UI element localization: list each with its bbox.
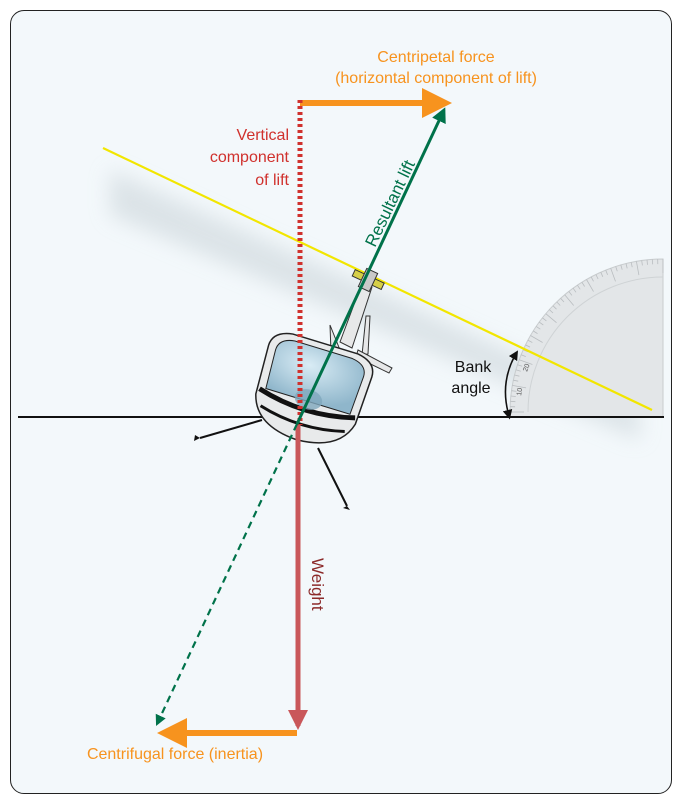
bank-angle-label-2: angle (451, 380, 490, 397)
protractor-tick-label-10: 10 (516, 387, 524, 396)
protractor-tick (590, 276, 594, 282)
protractor-tick (510, 395, 516, 397)
protractor-tick (545, 313, 557, 324)
centrifugal-resultant-arrow (155, 423, 298, 726)
protractor: 10 20 (509, 258, 664, 418)
rotor-disc-line (102, 147, 653, 411)
vertical-component-label-3: of lift (255, 172, 289, 189)
protractor-tick (560, 298, 565, 303)
centrifugal-force-label: Centrifugal force (inertia) (87, 746, 263, 763)
bank-angle-arc (502, 350, 518, 420)
protractor-tick (605, 269, 608, 275)
vertical-component-label-2: component (210, 149, 290, 166)
centripetal-force-label: Centripetal force (377, 49, 494, 66)
helicopter (194, 267, 393, 510)
left-skid-end (194, 435, 200, 441)
protractor-tick (535, 326, 541, 330)
protractor-tick (586, 279, 594, 292)
weight-label: Weight (308, 558, 327, 611)
protractor-tick (610, 268, 616, 282)
right-skid-end (343, 506, 350, 510)
protractor-tick (520, 354, 526, 357)
vertical-component-label-1: Vertical (237, 127, 289, 144)
resultant-lift-label: Resultant lift (361, 157, 419, 250)
protractor-body (509, 258, 664, 418)
protractor-tick (532, 330, 538, 334)
protractor-tick (552, 305, 557, 310)
protractor-tick (572, 287, 577, 293)
bank-angle-label-1: Bank (455, 359, 492, 376)
protractor-tick (542, 317, 547, 322)
protractor-tick (577, 284, 581, 290)
protractor-tick (564, 294, 575, 306)
protractor-tick (615, 266, 618, 272)
protractor-tick (595, 274, 599, 280)
protractor-tick (527, 339, 533, 343)
right-skid-strut (317, 447, 348, 507)
protractor-tick (636, 261, 640, 276)
protractor-tick (641, 260, 643, 266)
protractor-tick (600, 272, 604, 277)
left-skid-strut (199, 419, 263, 439)
protractor-tick (625, 263, 628, 269)
protractor-tick (646, 259, 648, 265)
protractor-tick (525, 344, 531, 348)
protractor-tick-label-20: 20 (522, 363, 531, 373)
protractor-tick (549, 309, 554, 314)
protractor-tick (556, 301, 561, 306)
protractor-tick (519, 359, 533, 365)
protractor-tick (517, 364, 523, 367)
protractor-tick (630, 262, 633, 268)
protractor-tick (568, 291, 573, 296)
protractor-inner-arc (527, 276, 664, 413)
protractor-tick (538, 321, 544, 326)
resultant-lift-arrow (295, 107, 446, 425)
protractor-tick (620, 264, 623, 270)
centripetal-force-sublabel: (horizontal component of lift) (335, 70, 537, 87)
protractor-tick (530, 335, 543, 343)
protractor-tick (581, 281, 585, 287)
